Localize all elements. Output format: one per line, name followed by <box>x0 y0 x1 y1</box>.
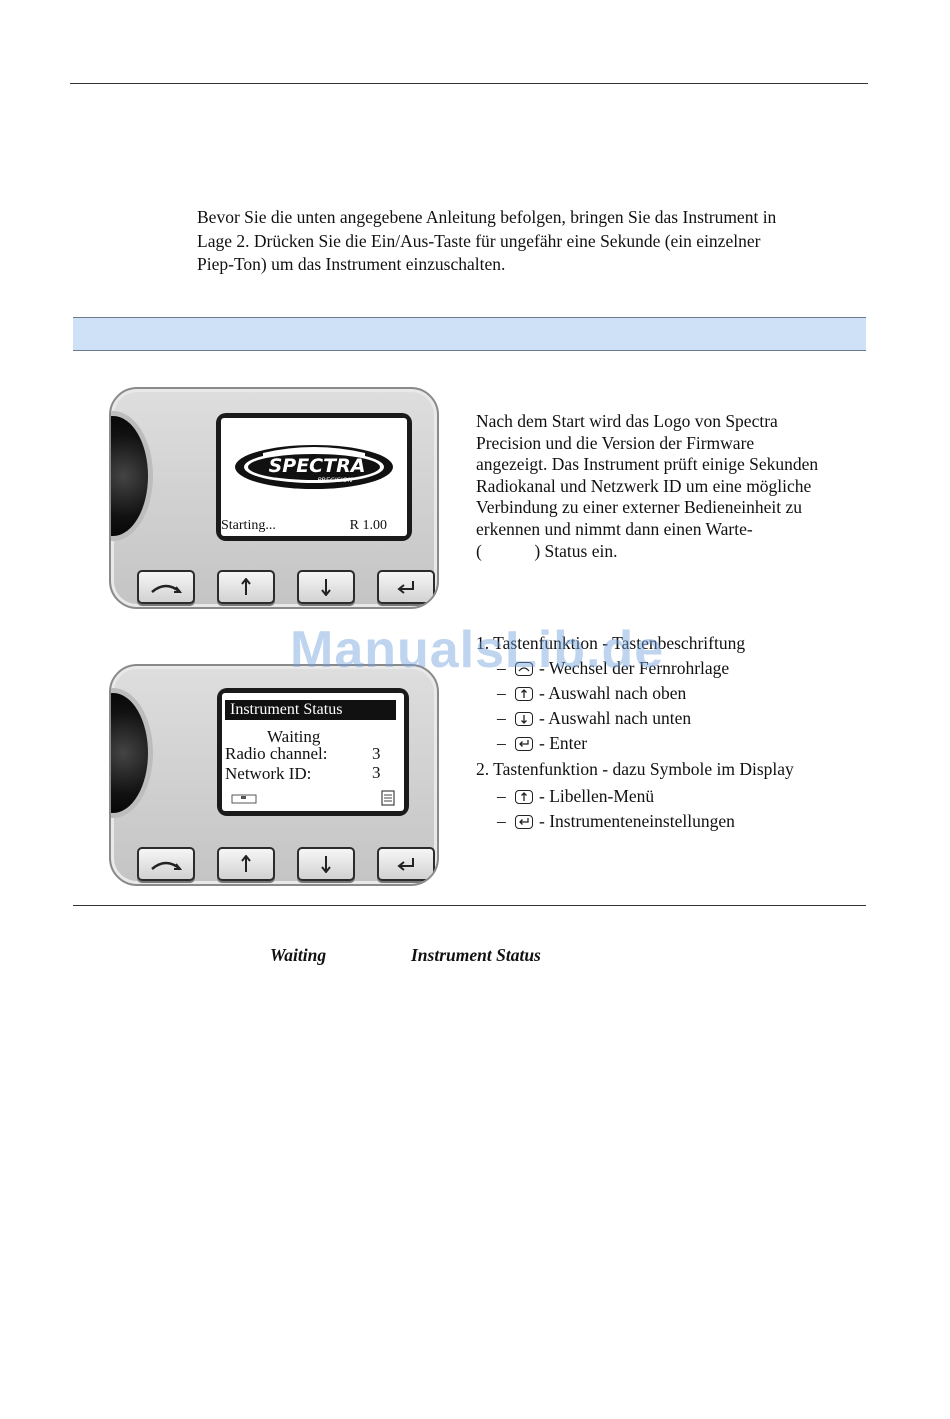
description-line: Precision und die Version der Firmware <box>476 432 755 453</box>
keypad <box>137 847 435 881</box>
up-key[interactable] <box>217 570 275 604</box>
enter-icon <box>397 581 414 594</box>
face-change-key[interactable] <box>137 570 195 604</box>
arc-arrow-icon <box>151 861 183 870</box>
description-line: ( ) Status ein. <box>476 540 618 561</box>
display-frame: Instrument Status Waiting Radio channel:… <box>217 688 409 816</box>
table-header-band <box>73 317 866 351</box>
logo-wordmark: SPECTRA <box>269 455 366 477</box>
list-heading-display-symbols: 2. Tastenfunktion - dazu Symbole im Disp… <box>476 759 794 779</box>
list-dash: – <box>497 683 506 703</box>
face-change-key[interactable] <box>137 847 195 881</box>
enter-key[interactable] <box>377 570 435 604</box>
rotary-knob <box>111 688 153 818</box>
instrument-settings-icon <box>381 790 395 806</box>
list-item-text: - Enter <box>539 733 588 753</box>
network-id-value: 3 <box>372 763 381 782</box>
arrow-down-icon <box>515 711 533 726</box>
enter-icon <box>515 814 533 829</box>
rotary-knob <box>111 411 153 541</box>
description-line: angezeigt. Das Instrument prüft einige S… <box>476 454 819 475</box>
arrow-up-icon <box>241 855 251 872</box>
description-line: Radiokanal und Netzwerk ID um eine mögli… <box>476 475 812 496</box>
caption-instrument-status: Instrument Status <box>411 945 541 965</box>
up-key[interactable] <box>217 847 275 881</box>
status-title-bar: Instrument Status <box>225 700 396 720</box>
down-key[interactable] <box>297 570 355 604</box>
list-item-text: - Wechsel der Fernrohrlage <box>539 658 730 678</box>
bottom-rule <box>73 905 866 906</box>
display-screen: Instrument Status Waiting Radio channel:… <box>222 693 404 811</box>
radio-channel-value: 3 <box>372 744 381 763</box>
display-screen: SPECTRA PRECISION Starting... R 1.00 <box>221 418 407 536</box>
intro-line: Lage 2. Drücken Sie die Ein/Aus-Taste fü… <box>197 230 761 251</box>
enter-icon <box>397 858 414 871</box>
enter-icon <box>515 736 533 751</box>
arrow-up-icon <box>515 789 533 804</box>
spectra-logo: SPECTRA PRECISION <box>235 445 393 489</box>
device-panel-status: Instrument Status Waiting Radio channel:… <box>109 664 439 886</box>
face-change-key-icon <box>515 661 533 676</box>
display-frame: SPECTRA PRECISION Starting... R 1.00 <box>216 413 412 541</box>
firmware-version: R 1.00 <box>349 518 387 533</box>
arrow-down-icon <box>321 579 331 596</box>
list-dash: – <box>497 708 506 728</box>
list-dash: – <box>497 733 506 753</box>
list-dash: – <box>497 658 506 678</box>
list-item-face-change: – - Wechsel der Fernrohrlage <box>476 656 866 681</box>
keypad <box>137 570 435 604</box>
intro-line: Piep-Ton) um das Instrument einzuschalte… <box>197 254 506 274</box>
network-id-label: Network ID: <box>225 764 312 783</box>
list-dash: – <box>497 811 506 831</box>
startup-status: Starting... <box>221 518 276 533</box>
device-panel-startup: SPECTRA PRECISION Starting... R 1.00 <box>109 387 439 609</box>
arrow-up-icon <box>241 578 251 595</box>
description-line: erkennen und nimmt dann einen Warte- <box>476 518 753 539</box>
enter-key[interactable] <box>377 847 435 881</box>
list-item-level-menu: – - Libellen-Menü <box>476 784 866 809</box>
top-rule <box>70 83 868 84</box>
caption-waiting: Waiting <box>270 945 327 965</box>
logo-subtitle: PRECISION <box>317 476 352 484</box>
description-line: Nach dem Start wird das Logo von Spectra <box>476 411 778 431</box>
intro-line: Bevor Sie die unten angegebene Anleitung… <box>197 207 777 227</box>
list-item-text: - Auswahl nach oben <box>539 683 687 703</box>
watermark: ManualsLib.de <box>290 621 665 679</box>
startup-description: Nach dem Start wird das Logo von Spectra… <box>476 411 866 562</box>
down-key[interactable] <box>297 847 355 881</box>
list-item-text: - Auswahl nach unten <box>539 708 692 728</box>
status-state: Waiting <box>267 727 321 746</box>
key-function-list: 1. Tastenfunktion - Tastenbeschriftung –… <box>476 630 866 834</box>
level-bubble-icon <box>231 794 257 804</box>
list-item-instrument-settings: – - Instrumenteneinstellungen <box>476 809 866 834</box>
list-item-text: - Instrumenteneinstellungen <box>539 811 735 831</box>
radio-channel-label: Radio channel: <box>225 744 328 763</box>
list-item-text: - Libellen-Menü <box>539 786 655 806</box>
list-item-down: – - Auswahl nach unten <box>476 706 866 731</box>
arc-arrow-icon <box>151 584 183 593</box>
arrow-down-icon <box>321 856 331 873</box>
description-line: Verbindung zu einer externer Bedieneinhe… <box>476 497 803 518</box>
list-heading-key-labels: 1. Tastenfunktion - Tastenbeschriftung <box>476 633 746 653</box>
list-item-enter: – - Enter <box>476 731 866 756</box>
list-item-up: – - Auswahl nach oben <box>476 681 866 706</box>
intro-paragraph: Bevor Sie die unten angegebene Anleitung… <box>197 206 867 277</box>
arrow-up-icon <box>515 686 533 701</box>
list-dash: – <box>497 786 506 806</box>
